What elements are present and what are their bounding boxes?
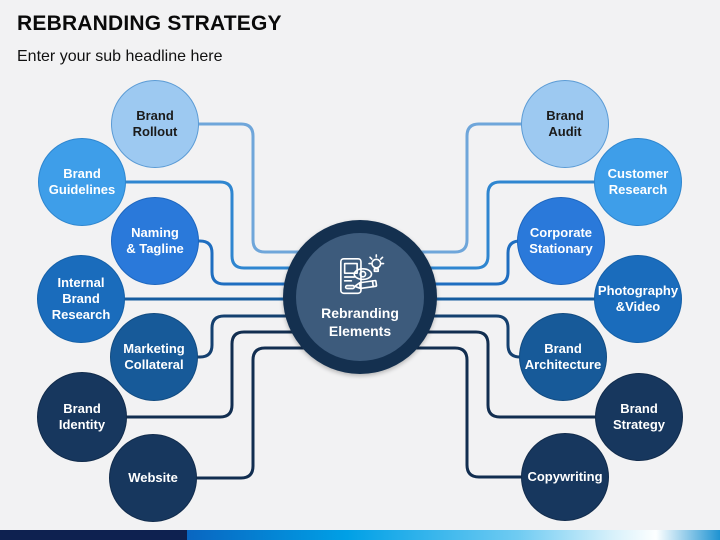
connector-brand-strategy [360,330,639,419]
node-customer-research: Customer Research [594,138,682,226]
node-label: Internal Brand Research [51,275,111,322]
document-eye-bulb-pen-icon [340,253,385,294]
node-internal-brand-research: Internal Brand Research [37,255,125,343]
node-label: Brand Identity [58,401,106,432]
central-node: Rebranding Elements [283,220,437,374]
connector-brand-audit [360,122,565,254]
node-brand-identity: Brand Identity [37,372,127,462]
node-website: Website [109,434,197,522]
node-label: Brand Rollout [132,108,178,139]
node-marketing-collateral: Marketing Collateral [110,313,198,401]
node-label: Brand Strategy [612,401,666,432]
connector-naming-tagline [155,239,360,286]
node-brand-rollout: Brand Rollout [111,80,199,168]
node-label: Marketing Collateral [123,341,185,372]
connector-brand-guidelines [82,180,360,270]
node-label: Website [128,470,178,486]
node-brand-architecture: Brand Architecture [519,313,607,401]
node-brand-guidelines: Brand Guidelines [38,138,126,226]
sub-headline: Enter your sub headline here [17,48,223,65]
connector-brand-rollout [155,122,360,254]
node-label: Copywriting [527,469,603,485]
footer-bar-dark-segment [0,530,187,540]
node-corporate-stationary: Corporate Stationary [517,197,605,285]
connector-brand-identity [82,330,360,419]
node-label: Customer Research [607,166,669,197]
node-label: Photography &Video [597,283,679,314]
node-brand-strategy: Brand Strategy [595,373,683,461]
page-title: REBRANDING STRATEGY [17,12,282,35]
node-naming-tagline: Naming & Tagline [111,197,199,285]
node-label: Brand Guidelines [48,166,116,197]
node-copywriting: Copywriting [521,433,609,521]
node-label: Brand Architecture [524,341,602,372]
connector-corporate-stationary [360,239,561,286]
node-label: Corporate Stationary [529,225,593,256]
footer-bar [0,530,720,540]
footer-bar-gradient-segment [187,530,720,540]
node-photography-video: Photography &Video [594,255,682,343]
node-label: Naming & Tagline [126,225,184,256]
connector-customer-research [360,180,638,270]
central-node-inner: Rebranding Elements [296,233,424,361]
node-brand-audit: Brand Audit [521,80,609,168]
connector-copywriting [360,346,565,479]
connector-website [153,346,360,480]
central-node-label: Rebranding Elements [321,304,399,339]
connector-marketing-collateral [154,314,360,359]
connector-brand-architecture [360,314,563,359]
node-label: Brand Audit [546,108,584,139]
